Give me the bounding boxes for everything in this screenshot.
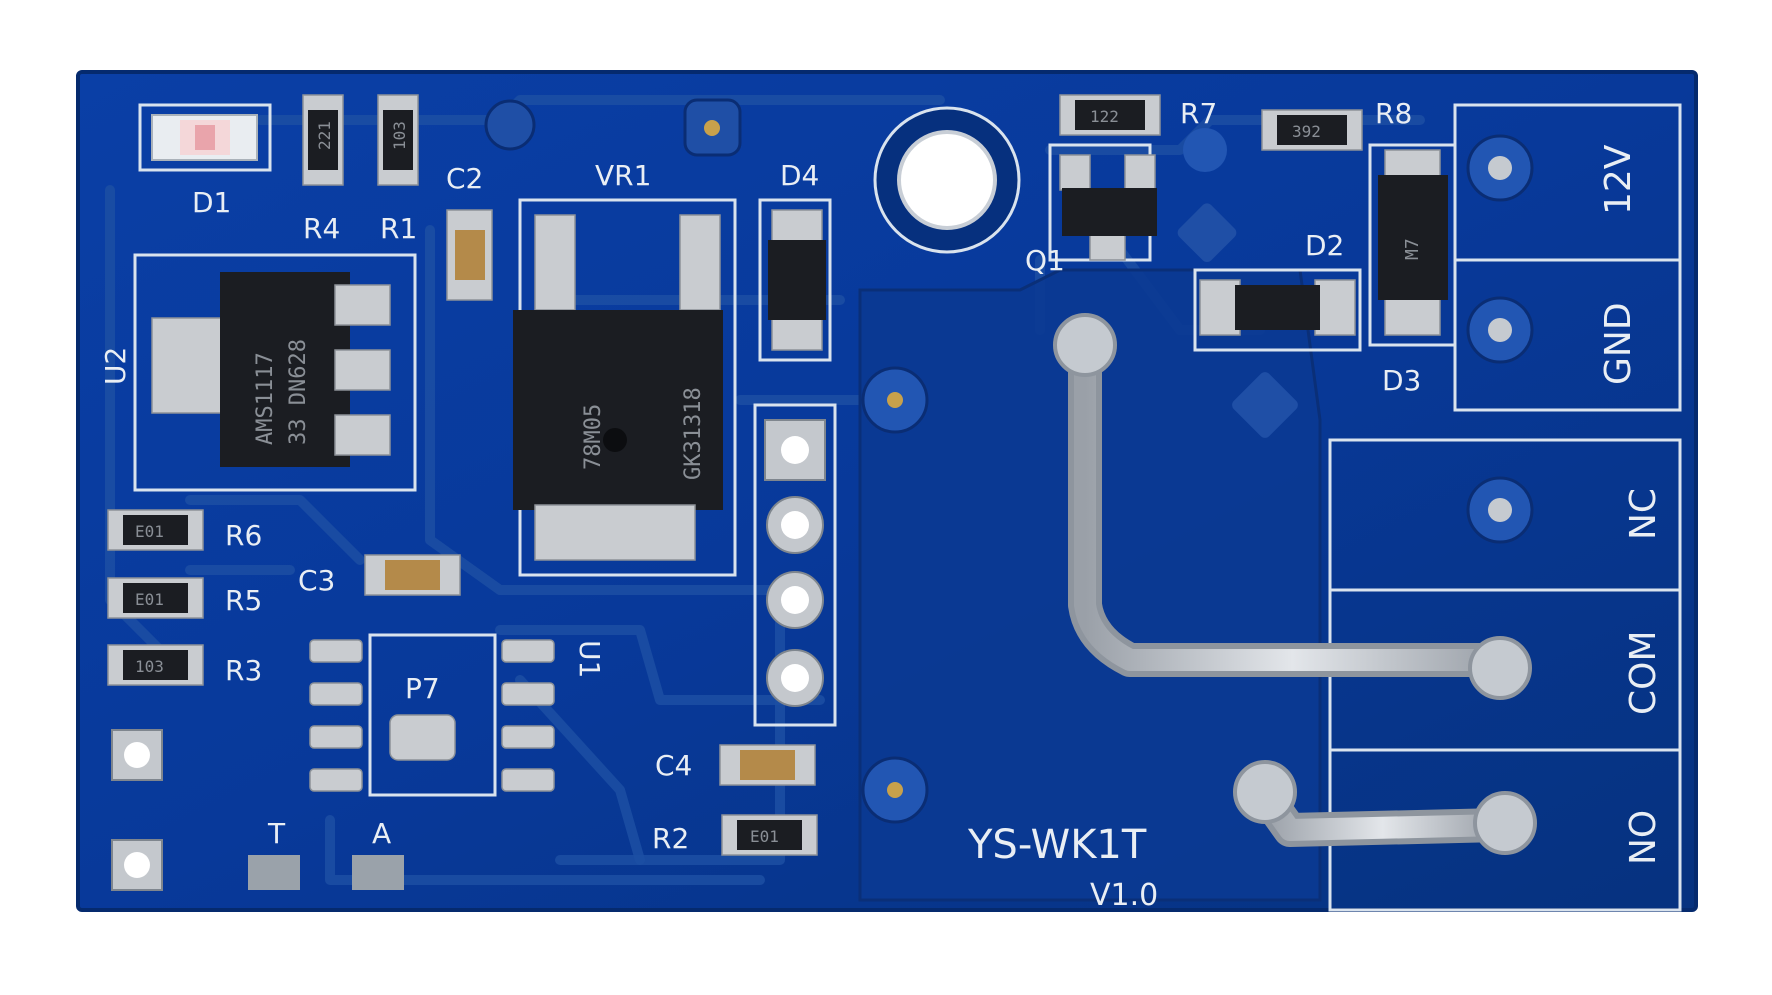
label-r2: R2 — [652, 822, 689, 855]
diode-d3: M7 — [1378, 149, 1448, 336]
svg-text:E01: E01 — [750, 827, 779, 846]
svg-text:GK31318: GK31318 — [681, 387, 706, 480]
label-r7: R7 — [1180, 97, 1217, 130]
svg-text:M7: M7 — [1402, 238, 1423, 260]
label-r3: R3 — [225, 654, 262, 687]
label-c3: C3 — [298, 564, 335, 597]
label-p7: P7 — [405, 672, 440, 705]
label-a: A — [372, 817, 391, 850]
svg-text:33 DN628: 33 DN628 — [286, 339, 311, 445]
label-d2: D2 — [1305, 229, 1344, 262]
svg-text:E01: E01 — [135, 522, 164, 541]
svg-text:221: 221 — [315, 121, 334, 150]
board-version: V1.0 — [1090, 878, 1158, 913]
resistor-r1: 103 — [377, 94, 419, 186]
resistor-r8: 392 — [1261, 109, 1363, 151]
terminal-label-gnd: GND — [1598, 302, 1639, 385]
mounting-hole — [873, 106, 1021, 254]
label-t: T — [267, 817, 286, 850]
capacitor-c3 — [364, 554, 461, 596]
led-d1 — [151, 114, 258, 161]
ic-u1 — [309, 639, 555, 792]
label-r1: R1 — [380, 212, 417, 245]
resistor-r5: E01 — [107, 577, 204, 619]
label-c2: C2 — [446, 162, 483, 195]
capacitor-c4 — [719, 744, 816, 786]
terminal-label-no: NO — [1623, 810, 1664, 865]
label-r8: R8 — [1375, 97, 1412, 130]
label-r5: R5 — [225, 584, 262, 617]
resistor-r7: 122 — [1059, 94, 1161, 136]
svg-text:E01: E01 — [135, 590, 164, 609]
diode-d4 — [768, 209, 826, 351]
svg-text:AMS1117: AMS1117 — [253, 352, 278, 445]
label-r6: R6 — [225, 519, 262, 552]
transistor-q1 — [1059, 154, 1157, 261]
terminal-labels: 12V GND NC COM NO — [1598, 144, 1664, 865]
regulator-vr1: 78M05 GK31318 — [513, 214, 723, 561]
svg-text:103: 103 — [135, 657, 164, 676]
label-d1: D1 — [192, 186, 231, 219]
label-u2: U2 — [99, 347, 132, 385]
resistor-r3: 103 — [107, 644, 204, 686]
label-c4: C4 — [655, 749, 692, 782]
terminal-label-nc: NC — [1623, 488, 1664, 540]
regulator-u2: AMS1117 33 DN628 — [151, 272, 391, 467]
board-name: YS-WK1T — [967, 822, 1147, 868]
svg-text:122: 122 — [1090, 107, 1119, 126]
terminal-label-12v: 12V — [1598, 144, 1639, 215]
label-q1: Q1 — [1025, 244, 1065, 277]
svg-text:78M05: 78M05 — [581, 404, 606, 470]
diode-d2 — [1199, 279, 1356, 336]
svg-text:103: 103 — [390, 121, 409, 150]
resistor-r2: E01 — [721, 814, 818, 856]
terminal-label-com: COM — [1623, 630, 1664, 715]
resistor-r4: 221 — [302, 94, 344, 186]
resistor-r6: E01 — [107, 509, 204, 551]
terminal-joints — [1466, 134, 1534, 544]
header-pins — [764, 419, 826, 707]
svg-text:392: 392 — [1292, 122, 1321, 141]
test-pads — [111, 729, 404, 891]
label-vr1: VR1 — [595, 159, 651, 192]
capacitor-c2 — [446, 209, 493, 301]
label-d3: D3 — [1382, 364, 1421, 397]
label-d4: D4 — [780, 159, 819, 192]
solder-wire-bridges — [1053, 313, 1537, 855]
vias — [484, 98, 1298, 824]
label-u1: U1 — [573, 640, 606, 678]
label-r4: R4 — [303, 212, 340, 245]
silkscreen-labels: D1 R4 R1 C2 VR1 D4 R7 R8 Q1 D2 D3 U2 R6 … — [99, 97, 1421, 855]
